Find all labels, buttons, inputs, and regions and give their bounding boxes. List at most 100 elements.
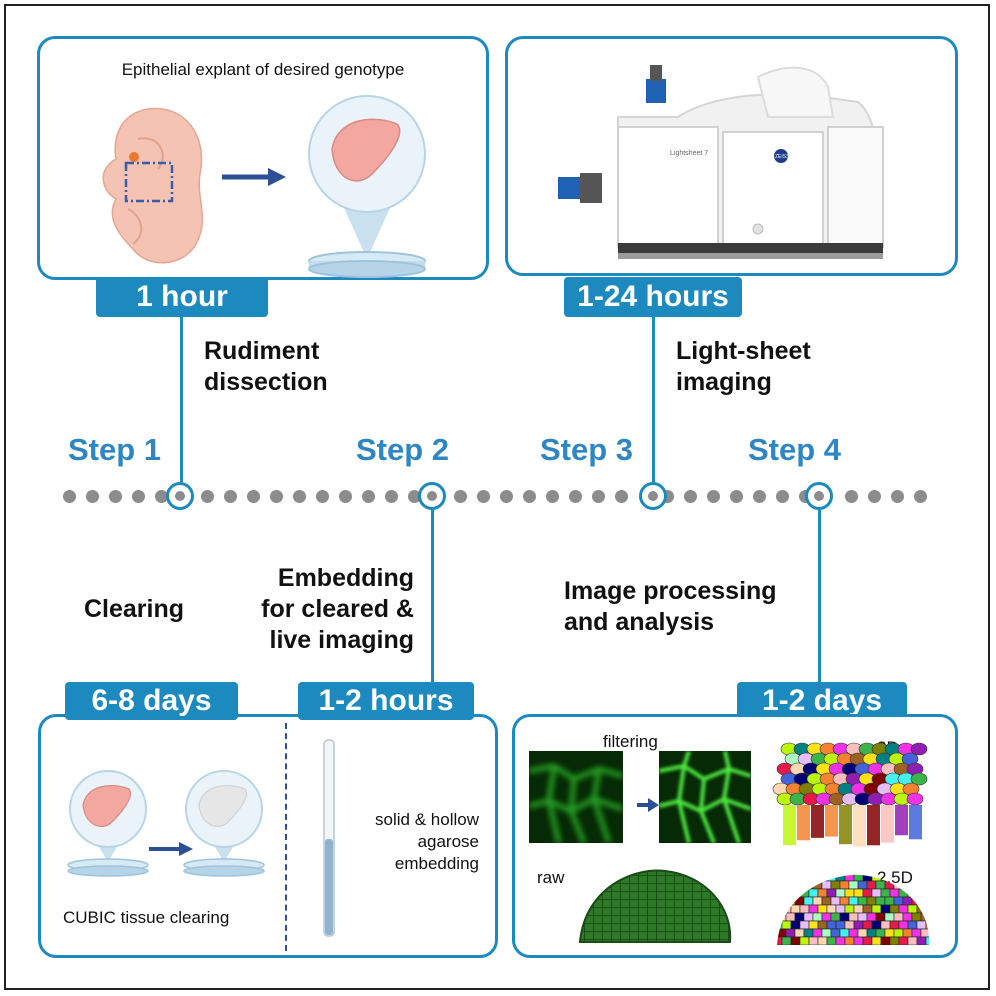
- segmented-cell: [817, 920, 828, 930]
- step1-description: Rudiment dissection: [204, 337, 328, 396]
- step2-description: Embedding for cleared & live imaging: [261, 564, 414, 654]
- figure-frame: [4, 4, 990, 990]
- segmented-cell: [839, 928, 850, 938]
- segmented-cell: [803, 880, 814, 890]
- clearing-caption: CUBIC tissue clearing: [63, 908, 230, 927]
- clearing-duration: 6-8 days: [91, 684, 212, 717]
- lightsheet-microscope-illustration: Lightsheet 7 ZEISS: [558, 65, 885, 259]
- segmented-cell: [826, 874, 837, 882]
- segmented-cell: [785, 896, 796, 906]
- segmented-cell: [880, 874, 891, 882]
- segmented-cell: [871, 920, 882, 930]
- segmented-cell: [871, 888, 882, 898]
- step4-connector: [818, 510, 821, 688]
- segmented-cell: [830, 880, 841, 890]
- segmented-cell-side: [867, 805, 880, 846]
- segmented-cell: [821, 896, 832, 906]
- segmented-cell: [821, 928, 832, 938]
- segmented-cell: [803, 912, 814, 922]
- segmented-cell: [916, 888, 927, 898]
- segmented-cell: [799, 888, 810, 898]
- segmented-cell: [835, 888, 846, 898]
- segmented-cell: [889, 936, 900, 945]
- panel-divider: [285, 723, 287, 951]
- segmented-cell-side: [909, 805, 922, 840]
- step1-duration: 1 hour: [136, 280, 228, 313]
- segmented-cell: [880, 888, 891, 898]
- segmented-cell: [884, 896, 895, 906]
- segmented-cell: [799, 936, 810, 945]
- segmented-cell: [848, 896, 859, 906]
- analysis-panel: filtering raw 3D 2.5D: [512, 714, 958, 958]
- tissue-dish-cleared: [183, 770, 265, 877]
- segmented-cell: [808, 888, 819, 898]
- segmented-cell: [884, 912, 895, 922]
- segmented-cell: [785, 928, 796, 938]
- segmented-cell: [799, 874, 810, 882]
- segmented-cell: [889, 904, 900, 914]
- segmented-cell: [853, 920, 864, 930]
- segmented-cell: [794, 912, 805, 922]
- segmented-cell: [785, 912, 796, 922]
- embryo-illustration: [102, 107, 204, 264]
- segmented-cell: [808, 904, 819, 914]
- segmented-cell: [907, 920, 918, 930]
- segmented-cell-side: [811, 805, 824, 838]
- step3-label: Step 3: [540, 432, 634, 467]
- clearing-label: Clearing: [84, 595, 185, 623]
- segmented-cell: [875, 928, 886, 938]
- segmented-cell: [907, 936, 918, 945]
- segmented-cell: [812, 912, 823, 922]
- segmented-cell: [817, 936, 828, 945]
- tissue-dish-before: [67, 770, 149, 877]
- segmented-cell: [844, 920, 855, 930]
- explant-dish-illustration: [308, 95, 426, 278]
- segmented-cell: [812, 928, 823, 938]
- filtering-label: filtering: [603, 732, 658, 751]
- segmented-cell: [893, 912, 904, 922]
- segmented-cell: [925, 920, 930, 930]
- segmented-cell: [830, 896, 841, 906]
- segmented-cell: [794, 880, 805, 890]
- segmented-cell: [781, 874, 792, 882]
- segmented-cell: [777, 928, 787, 938]
- zeiss-logo: ZEISS: [775, 154, 790, 160]
- segmented-cell: [902, 912, 913, 922]
- segmented-cell: [777, 896, 787, 906]
- segmented-cell: [839, 880, 850, 890]
- segmented-cell: [862, 904, 873, 914]
- step1-label: Step 1: [68, 432, 162, 467]
- clearing-duration-tag: 6-8 days: [65, 682, 238, 720]
- segmented-cell: [790, 904, 801, 914]
- segmented-cell: [884, 928, 895, 938]
- segmented-cell: [907, 904, 918, 914]
- raw-microscopy-image: [529, 751, 623, 843]
- segmented-cell: [930, 913, 939, 921]
- segmented-cell: [835, 936, 846, 945]
- step2-connector: [431, 510, 434, 688]
- segmented-cell: [817, 874, 828, 882]
- segmented-cell: [902, 896, 913, 906]
- step2-duration-tag: 1-2 hours: [298, 682, 474, 720]
- segmented-cell: [844, 936, 855, 945]
- arrow-icon: [222, 168, 286, 186]
- step4-duration: 1-2 days: [761, 684, 883, 717]
- segmented-cell: [826, 936, 837, 945]
- segmented-cell: [844, 904, 855, 914]
- segmented-cell: [826, 904, 837, 914]
- segmented-cell: [910, 742, 928, 756]
- segmented-cell: [853, 874, 864, 882]
- segmented-cell: [866, 928, 877, 938]
- segmented-cell: [880, 936, 891, 945]
- segmented-cell: [839, 896, 850, 906]
- 3d-segmentation-render: [772, 742, 928, 847]
- segmented-cell: [777, 920, 783, 930]
- segmented-cell: [907, 874, 918, 882]
- segmented-cell: [871, 904, 882, 914]
- segmented-cell: [871, 874, 882, 882]
- step3-duration-tag: 1-24 hours: [564, 277, 742, 317]
- segmented-cell: [835, 920, 846, 930]
- segmented-cell: [889, 888, 900, 898]
- segmented-cell: [898, 888, 909, 898]
- segmented-cell: [930, 929, 939, 937]
